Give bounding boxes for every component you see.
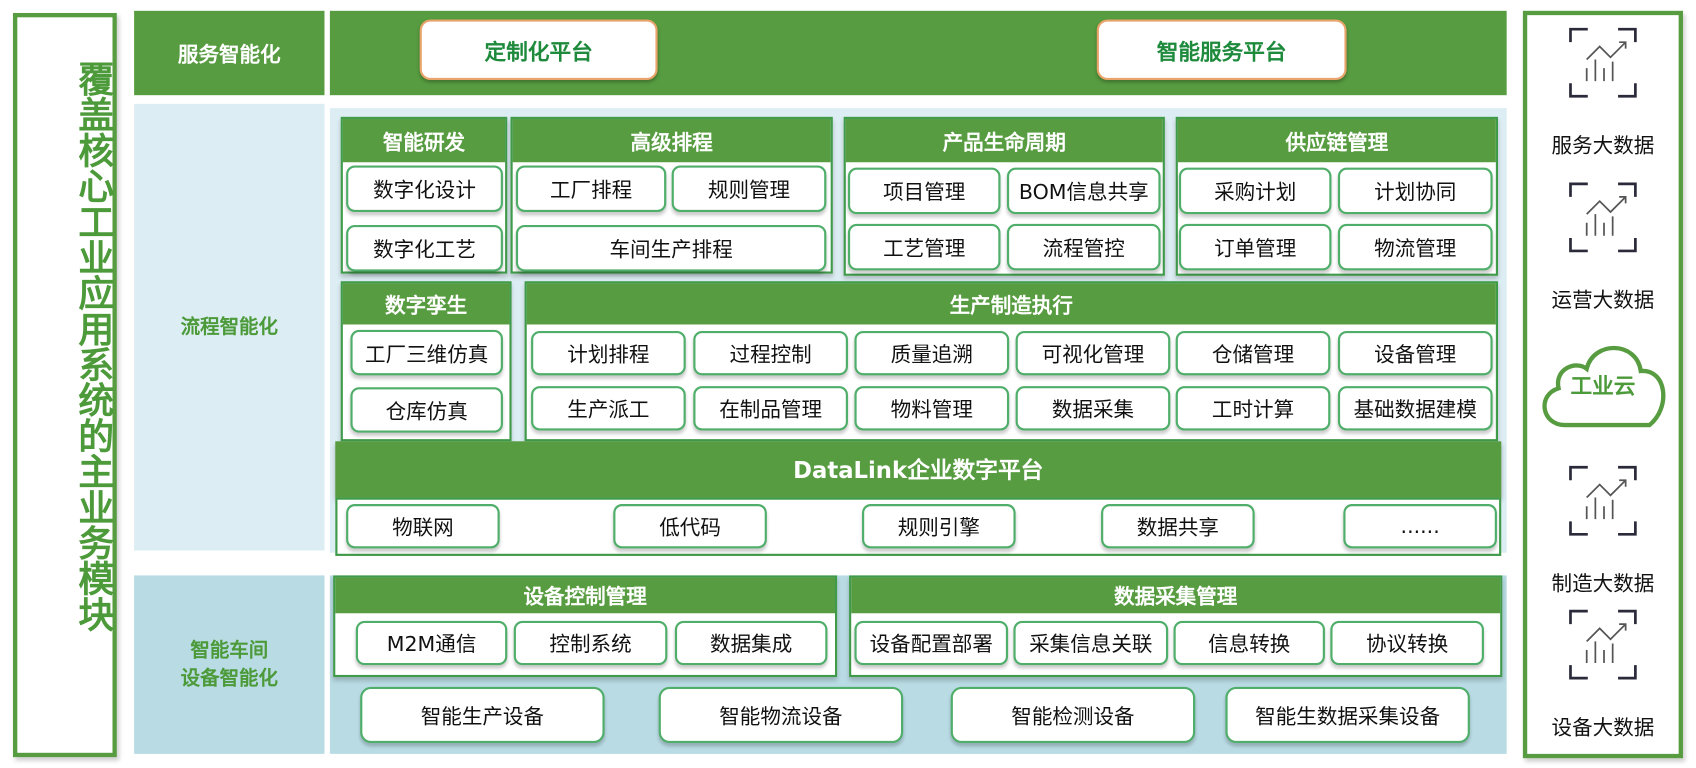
module-item[interactable]: 设备配置部署 — [854, 620, 1009, 666]
cloud-label: 工业云 — [1570, 372, 1636, 399]
module-item[interactable]: 在制品管理 — [693, 386, 848, 431]
workshop-label-line-2: 设备智能化 — [180, 666, 278, 690]
device-item[interactable]: 智能检测设备 — [950, 686, 1196, 744]
module-item[interactable]: 计划协同 — [1337, 167, 1493, 215]
cloud-icon — [1533, 330, 1674, 433]
module-item[interactable]: 计划排程 — [531, 330, 686, 376]
big-data-label: 制造大数据 — [1551, 572, 1655, 596]
module-item[interactable]: 规则管理 — [671, 165, 827, 212]
module-item[interactable]: 物流管理 — [1337, 223, 1493, 271]
module-item[interactable]: 协议转换 — [1330, 620, 1484, 666]
module-item[interactable]: 项目管理 — [847, 167, 1001, 215]
smart-service-platform-button[interactable]: 智能服务平台 — [1096, 19, 1347, 81]
module-header: 数字孪生 — [342, 283, 510, 325]
device-item[interactable]: 智能物流设备 — [658, 686, 904, 744]
platform-item[interactable]: ...... — [1343, 504, 1497, 549]
module-item[interactable]: 数字化工艺 — [346, 224, 503, 272]
platform-item[interactable]: 规则引擎 — [862, 504, 1016, 549]
module-item[interactable]: 设备管理 — [1337, 330, 1493, 376]
platform-item[interactable]: 物联网 — [346, 504, 500, 549]
platform-item[interactable]: 低代码 — [613, 504, 767, 549]
module-item[interactable]: 采购计划 — [1178, 167, 1332, 215]
module-header: 产品生命周期 — [845, 118, 1163, 163]
module-item[interactable]: 数据集成 — [674, 620, 828, 666]
core-modules-panel: 覆盖核心工业应用系统的主业务模块 — [12, 12, 117, 758]
module-header: 智能研发 — [342, 118, 506, 163]
module-item[interactable]: 采集信息关联 — [1013, 620, 1169, 666]
module-item[interactable]: M2M通信 — [355, 620, 508, 666]
big-data-label: 运营大数据 — [1551, 288, 1655, 313]
service-intelligence-label: 服务智能化 — [134, 10, 325, 96]
module-item[interactable]: 订单管理 — [1178, 223, 1332, 271]
module-header: 高级排程 — [512, 118, 831, 163]
chart-icon — [1568, 27, 1637, 98]
platform-item[interactable]: 数据共享 — [1101, 504, 1255, 549]
big-data-label: 设备大数据 — [1551, 716, 1655, 740]
module-header: 数据采集管理 — [851, 577, 1501, 614]
process-intelligence-label: 流程智能化 — [134, 103, 325, 551]
module-item[interactable]: 工厂三维仿真 — [350, 329, 503, 376]
module-item[interactable]: 质量追溯 — [854, 330, 1010, 376]
customization-platform-button[interactable]: 定制化平台 — [419, 19, 658, 81]
module-item[interactable]: 基础数据建模 — [1337, 386, 1493, 431]
module-header: 供应链管理 — [1177, 118, 1496, 163]
module-item[interactable]: 数据采集 — [1015, 386, 1171, 431]
device-item[interactable]: 智能生产设备 — [360, 686, 605, 744]
module-item[interactable]: 生产派工 — [531, 386, 686, 431]
chart-icon — [1568, 465, 1637, 536]
chart-icon — [1568, 609, 1637, 680]
big-data-label: 服务大数据 — [1551, 134, 1655, 158]
module-header: 生产制造执行 — [526, 283, 1496, 325]
module-item[interactable]: 数字化设计 — [346, 165, 503, 212]
module-item[interactable]: BOM信息共享 — [1006, 167, 1161, 215]
module-item[interactable]: 流程管控 — [1006, 223, 1161, 271]
module-item[interactable]: 仓库仿真 — [350, 387, 503, 433]
module-item[interactable]: 可视化管理 — [1015, 330, 1171, 376]
datalink-platform-bar: DataLink企业数字平台 — [335, 441, 1502, 498]
module-item[interactable]: 车间生产排程 — [515, 224, 827, 272]
module-header: 设备控制管理 — [335, 577, 835, 614]
module-item[interactable]: 仓储管理 — [1175, 330, 1331, 376]
chart-icon — [1568, 182, 1637, 253]
core-modules-title: 覆盖核心工业应用系统的主业务模块 — [72, 60, 115, 632]
module-item[interactable]: 工时计算 — [1175, 386, 1331, 431]
workshop-intelligence-label: 智能车间 设备智能化 — [134, 575, 325, 754]
manufacturing-execution-module: 生产制造执行 — [524, 281, 1499, 442]
module-item[interactable]: 工厂排程 — [515, 165, 667, 212]
module-item[interactable]: 过程控制 — [693, 330, 848, 376]
device-item[interactable]: 智能生数据采集设备 — [1225, 686, 1470, 744]
workshop-label-line-1: 智能车间 — [190, 638, 269, 662]
module-item[interactable]: 控制系统 — [513, 620, 668, 666]
module-item[interactable]: 物料管理 — [854, 386, 1010, 431]
module-item[interactable]: 信息转换 — [1173, 620, 1325, 666]
module-item[interactable]: 工艺管理 — [847, 223, 1001, 271]
